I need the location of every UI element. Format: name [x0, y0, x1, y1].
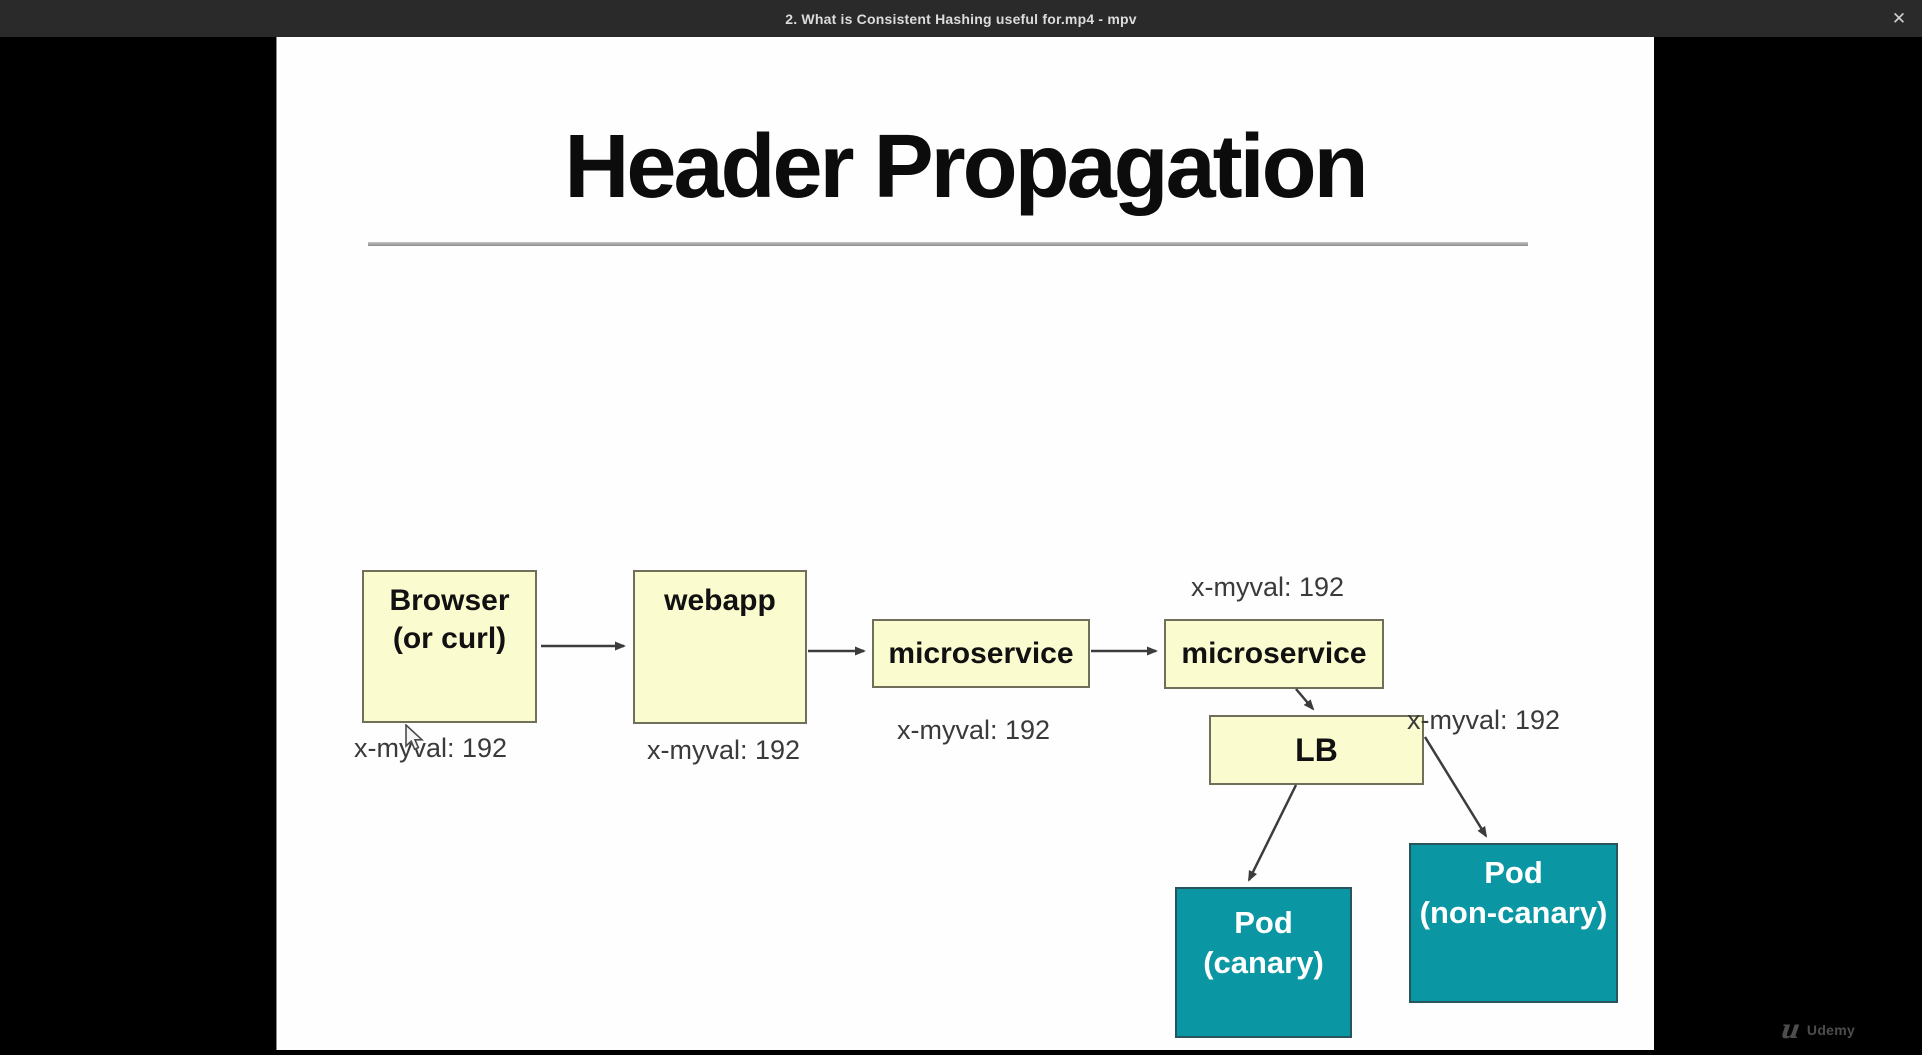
- node-pod-canary-line1: Pod: [1234, 905, 1293, 940]
- close-icon[interactable]: ✕: [1891, 8, 1907, 28]
- node-microservice-1-label: microservice: [888, 636, 1074, 670]
- title-underline: [368, 242, 1528, 246]
- node-microservice-1: microservice: [872, 619, 1090, 688]
- header-label-lb: x-myval: 192: [1407, 705, 1561, 735]
- node-pod-non-canary-line1: Pod: [1484, 855, 1543, 890]
- node-browser-line2: (or curl): [392, 622, 507, 655]
- node-load-balancer-label: LB: [1295, 731, 1338, 768]
- node-browser: Browser (or curl): [362, 570, 537, 723]
- header-label-microservice-2: x-myval: 192: [1191, 572, 1345, 602]
- header-label-browser: x-myval: 192: [354, 733, 508, 763]
- node-microservice-2: microservice: [1164, 619, 1384, 689]
- node-webapp: webapp: [633, 570, 807, 724]
- node-pod-canary: Pod (canary): [1175, 887, 1352, 1038]
- udemy-logo-icon: u: [1778, 1015, 1803, 1045]
- window-titlebar[interactable]: 2. What is Consistent Hashing useful for…: [0, 0, 1922, 37]
- mouse-cursor-icon: [404, 723, 426, 757]
- udemy-brand-text: Udemy: [1806, 1022, 1856, 1038]
- node-browser-line1: Browser: [389, 584, 510, 617]
- node-pod-canary-line2: (canary): [1203, 945, 1324, 980]
- window-title: 2. What is Consistent Hashing useful for…: [785, 10, 1137, 27]
- node-pod-non-canary-line2: (non-canary): [1419, 895, 1608, 930]
- node-pod-non-canary: Pod (non-canary): [1409, 843, 1618, 1003]
- header-label-webapp: x-myval: 192: [647, 735, 801, 765]
- header-label-microservice-1: x-myval: 192: [897, 715, 1051, 745]
- node-webapp-label: webapp: [664, 584, 776, 617]
- slide-title: Header Propagation: [564, 117, 1368, 217]
- video-area[interactable]: Header Propagation Browser (or curl) web…: [0, 37, 1922, 1055]
- node-microservice-2-label: microservice: [1181, 637, 1367, 670]
- node-load-balancer: LB: [1209, 715, 1424, 785]
- udemy-watermark: u Udemy: [1778, 1015, 1856, 1045]
